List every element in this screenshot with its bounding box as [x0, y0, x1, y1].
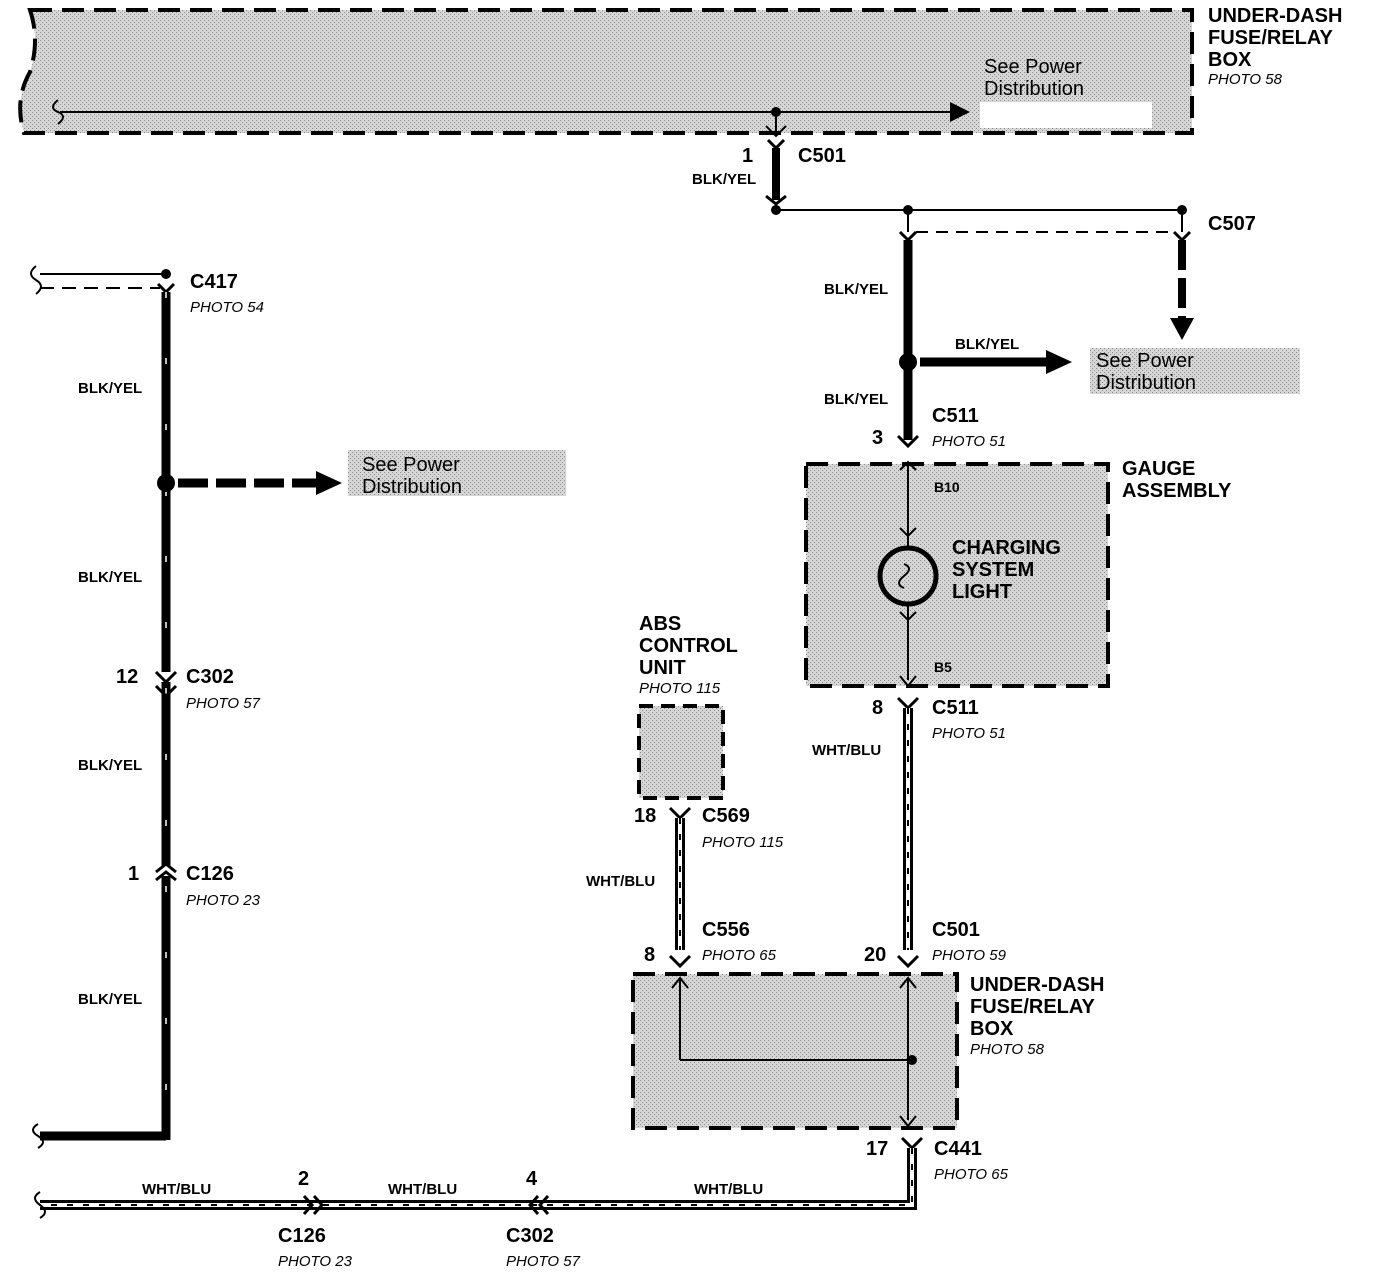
- wire-label-left-4: BLK/YEL: [78, 991, 142, 1008]
- abs-control-unit: [637, 704, 725, 969]
- wire-gauge-to-fuse: [896, 696, 920, 969]
- gauge-pin-top: B10: [934, 479, 960, 495]
- see-power-left[interactable]: See Power Distribution: [348, 450, 566, 498]
- wire-label-bottom-1: WHT/BLU: [142, 1181, 211, 1198]
- c556-name: C556: [702, 919, 750, 941]
- c511-bot-name: C511: [932, 697, 979, 719]
- fuse-box-bottom-label-1: UNDER-DASH: [970, 974, 1104, 996]
- see-power-right[interactable]: See Power Distribution: [1090, 348, 1300, 394]
- c126-left-name: C126: [186, 863, 234, 885]
- c507-name: C507: [1208, 213, 1256, 235]
- c441-photo: PHOTO 65: [934, 1166, 1009, 1183]
- c507-branch: [898, 210, 1194, 340]
- fuse-box-top-label-2: FUSE/RELAY: [1208, 27, 1334, 49]
- see-power-left-line1: See Power: [362, 454, 460, 476]
- see-power-top-line1: See Power: [984, 56, 1082, 78]
- c302-bot-photo: PHOTO 57: [506, 1253, 581, 1270]
- c501-top-pin: 1: [742, 145, 753, 167]
- c126-bot-pin: 2: [298, 1168, 309, 1190]
- c302-left-name: C302: [186, 666, 234, 688]
- wire-label-abs: WHT/BLU: [586, 873, 655, 890]
- see-power-right-line1: See Power: [1096, 350, 1194, 372]
- c501-bot-name: C501: [932, 919, 980, 941]
- charging-light-label-2: SYSTEM: [952, 559, 1034, 581]
- see-power-right-line2: Distribution: [1096, 372, 1196, 394]
- see-power-top[interactable]: See Power Distribution: [984, 56, 1084, 100]
- wire-label-left-2: BLK/YEL: [78, 569, 142, 586]
- c511-top-name: C511: [932, 405, 979, 427]
- wire-label-branch-right: BLK/YEL: [955, 336, 1019, 353]
- c126-bot-photo: PHOTO 23: [278, 1253, 353, 1270]
- c417-photo: PHOTO 54: [190, 299, 264, 316]
- c126-bot-name: C126: [278, 1225, 326, 1247]
- abs-photo: PHOTO 115: [639, 680, 721, 697]
- gauge-assembly: [804, 460, 1110, 688]
- wire-label-c501-top: BLK/YEL: [692, 171, 756, 188]
- see-power-left-line2: Distribution: [362, 476, 462, 498]
- left-trunk: [30, 265, 342, 1149]
- bottom-wht-blu-run: [34, 1136, 924, 1219]
- c556-photo: PHOTO 65: [702, 947, 777, 964]
- fuse-box-top-label-1: UNDER-DASH: [1208, 5, 1342, 27]
- gauge-pin-bottom: B5: [934, 659, 952, 675]
- c501-bot-photo: PHOTO 59: [932, 947, 1007, 964]
- c302-bot-name: C302: [506, 1225, 554, 1247]
- fuse-box-bottom-label-2: FUSE/RELAY: [970, 996, 1096, 1018]
- fuse-box-top-photo: PHOTO 58: [1208, 71, 1283, 88]
- fuse-box-top: [18, 8, 1194, 135]
- fuse-box-bottom-label-3: BOX: [970, 1018, 1014, 1040]
- abs-label-2: CONTROL: [639, 635, 738, 657]
- fuse-box-top-label-3: BOX: [1208, 49, 1252, 71]
- c569-photo: PHOTO 115: [702, 834, 784, 851]
- c511-top-photo: PHOTO 51: [932, 433, 1006, 450]
- fuse-box-bottom: [631, 972, 959, 1130]
- c126-left-pin: 1: [128, 863, 139, 885]
- wire-label-left-3: BLK/YEL: [78, 757, 142, 774]
- abs-label-3: UNIT: [639, 657, 686, 679]
- c302-left-pin: 12: [116, 666, 138, 688]
- c302-left-photo: PHOTO 57: [186, 695, 261, 712]
- wire-label-gauge-fuse: WHT/BLU: [812, 742, 881, 759]
- c126-left-photo: PHOTO 23: [186, 892, 261, 909]
- wire-label-left-1: BLK/YEL: [78, 380, 142, 397]
- abs-label-1: ABS: [639, 613, 681, 635]
- c569-name: C569: [702, 805, 750, 827]
- fuse-box-bottom-photo: PHOTO 58: [970, 1041, 1045, 1058]
- c556-pin: 8: [644, 944, 655, 966]
- wire-label-bottom-3: WHT/BLU: [694, 1181, 763, 1198]
- c511-bot-photo: PHOTO 51: [932, 725, 1006, 742]
- c511-trunk: [896, 240, 1072, 449]
- see-power-top-line2: Distribution: [984, 78, 1084, 100]
- c511-bot-pin: 8: [872, 697, 883, 719]
- gauge-label-2: ASSEMBLY: [1122, 480, 1232, 502]
- c511-top-pin: 3: [872, 427, 883, 449]
- wire-label-bottom-2: WHT/BLU: [388, 1181, 457, 1198]
- wire-label-c511-upper: BLK/YEL: [824, 281, 888, 298]
- c302-bot-pin: 4: [526, 1168, 538, 1190]
- c417-name: C417: [190, 271, 238, 293]
- c501-bot-pin: 20: [864, 944, 886, 966]
- c441-pin: 17: [866, 1138, 888, 1160]
- c569-pin: 18: [634, 805, 656, 827]
- charging-light-label-3: LIGHT: [952, 581, 1012, 603]
- wire-label-c511-lower: BLK/YEL: [824, 391, 888, 408]
- c501-top-name: C501: [798, 145, 846, 167]
- charging-light-label-1: CHARGING: [952, 537, 1061, 559]
- c441-name: C441: [934, 1138, 982, 1160]
- gauge-label-1: GAUGE: [1122, 458, 1195, 480]
